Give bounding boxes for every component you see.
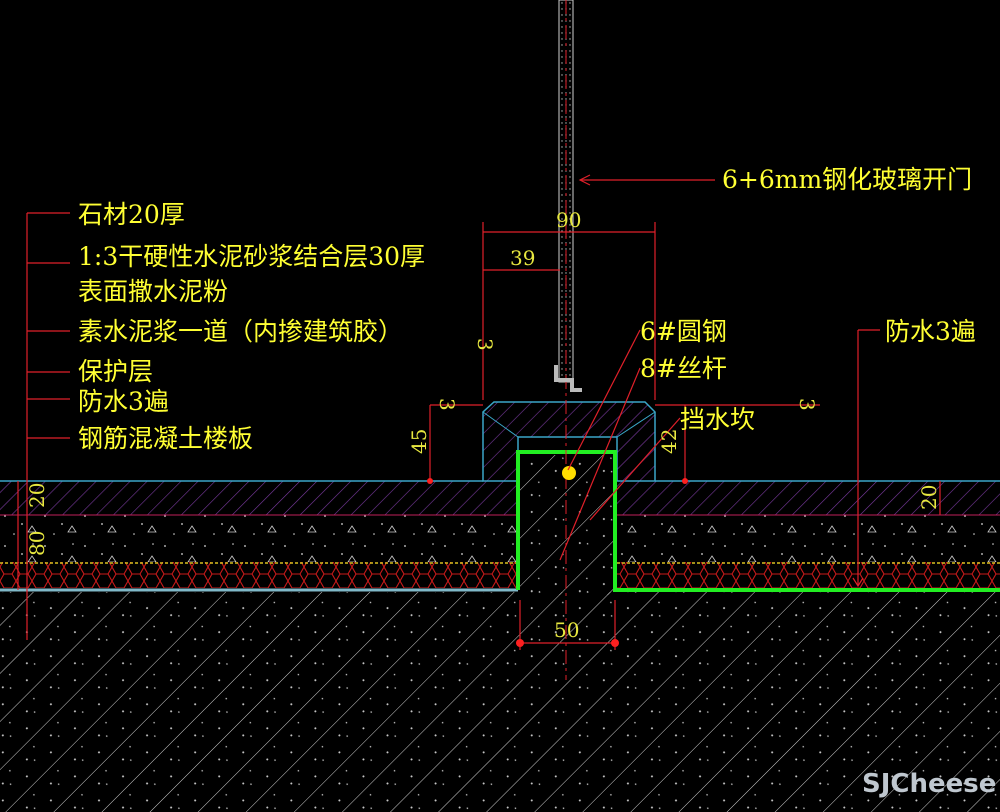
label-waterproof-right: 防水3遍 (885, 317, 976, 346)
stone-layer-right (617, 481, 1000, 515)
protective-layer-right (617, 562, 1000, 588)
label-mortar: 1:3干硬性水泥砂浆结合层30厚 (78, 242, 425, 271)
concrete-slab (0, 592, 1000, 812)
label-cement-slurry: 素水泥浆一道（内掺建筑胶） (78, 317, 403, 346)
dim-gap-left: 3 (435, 398, 459, 411)
dim-stone-left: 20 (25, 483, 49, 508)
dim-mortar-left: 80 (25, 531, 49, 556)
round-steel-dot (562, 466, 576, 480)
label-glass-door: 6+6mm钢化玻璃开门 (722, 165, 972, 194)
label-slab: 钢筋混凝土楼板 (78, 424, 253, 453)
dim-offset: 39 (510, 246, 535, 270)
dim-gap-right: 3 (795, 398, 819, 411)
watermark: SJCheese (862, 769, 996, 799)
dim-curb-left: 45 (407, 429, 431, 454)
protective-layer-left (0, 562, 518, 588)
label-waterproof-left: 防水3遍 (78, 387, 169, 416)
label-round-steel: 6#圆钢 (640, 317, 727, 346)
label-cement-powder: 表面撒水泥粉 (78, 277, 228, 306)
label-curb: 挡水坎 (680, 405, 755, 434)
dim-stone-right: 20 (917, 485, 941, 510)
dim-total-width: 90 (556, 208, 581, 232)
dim-trench: 50 (554, 618, 579, 642)
label-protective: 保护层 (78, 357, 153, 386)
dim-gap-top: 3 (473, 338, 497, 351)
label-threaded-rod: 8#丝杆 (640, 354, 727, 383)
mortar-layer-left (0, 515, 518, 562)
stone-layer-left (0, 481, 518, 515)
leader-lines (17, 174, 941, 650)
mortar-layer-right (617, 515, 1000, 562)
label-stone: 石材20厚 (78, 200, 185, 229)
waterproof-membrane (516, 450, 1000, 592)
door-profile (554, 365, 582, 392)
dim-curb-right: 42 (657, 429, 681, 454)
